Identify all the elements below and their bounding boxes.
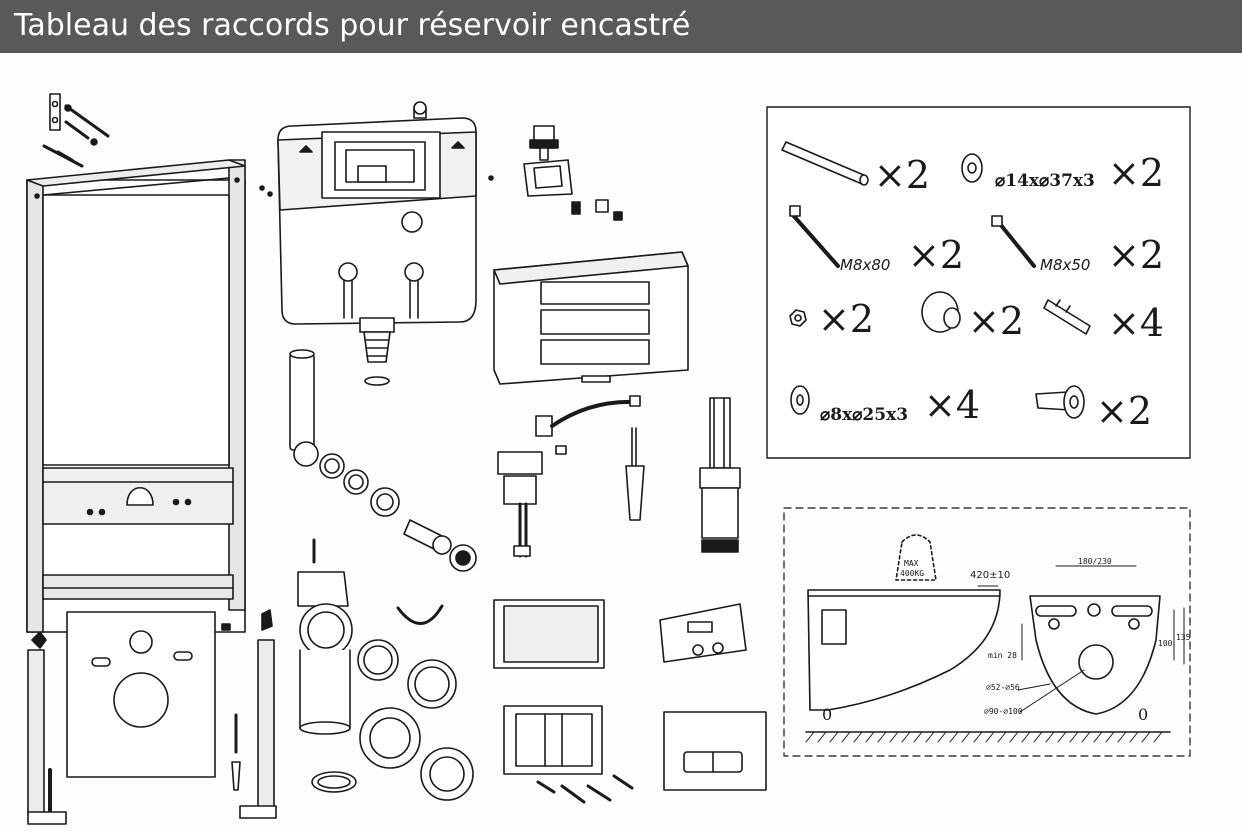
qty-sleeve: ×2: [1096, 389, 1152, 433]
frame-bracket-bolts: [42, 93, 110, 168]
flush-rod: [625, 427, 645, 521]
qty-washer: ×2: [1108, 151, 1164, 195]
mounting-frame: [26, 159, 246, 633]
qty-small-washer: ×4: [924, 383, 980, 427]
zero-mark-right: 0: [1138, 705, 1148, 724]
qty-threaded-rod: ×2: [874, 153, 930, 197]
qty-nut: ×2: [818, 297, 874, 341]
screw-m8x50-part: [991, 215, 1036, 268]
max-load-value: 400KG: [900, 569, 924, 578]
dim-100: 100: [1158, 639, 1173, 648]
hole-small-dimension: ⌀52-⌀56: [986, 683, 1020, 692]
qty-screw-m8x80: ×2: [908, 233, 964, 277]
size-small-washer: ⌀8x⌀25x3: [820, 405, 908, 425]
rubber-cap-part: [921, 291, 961, 333]
threaded-rod-part: [781, 141, 869, 186]
actuator-frame: [493, 599, 634, 804]
wall-plug-part: [1043, 299, 1091, 335]
height-dimension: 420±10: [970, 570, 1010, 581]
qty-wall-plug: ×4: [1108, 301, 1164, 345]
cistern: [259, 101, 494, 386]
front-cover: [493, 251, 689, 385]
dimensions-panel: [783, 507, 1191, 757]
hole-large-dimension: ⌀90-⌀100: [984, 707, 1023, 716]
frame-leg-right: [221, 609, 277, 819]
dim-135: 135: [1176, 633, 1191, 642]
page-title: Tableau des raccords pour réservoir enca…: [14, 8, 691, 43]
push-plate-bracket: [659, 603, 747, 663]
push-plate: [663, 711, 767, 791]
fill-valve-head: [523, 125, 623, 221]
sleeve-part: [1035, 385, 1085, 419]
small-washer-part: [790, 385, 810, 415]
screw-m8x80-part: [789, 205, 840, 268]
title-bar: Tableau des raccords pour réservoir enca…: [0, 0, 1242, 53]
connector-sleeves: [357, 604, 474, 801]
frame-leg-left: [27, 631, 67, 825]
size-washer: ⌀14x⌀37x3: [995, 171, 1095, 191]
qty-rubber-cap: ×2: [968, 299, 1024, 343]
washer-part: [961, 153, 983, 183]
fill-valve: [497, 395, 641, 558]
size-screw-m8x80: M8x80: [840, 256, 890, 274]
accessories-panel: [766, 106, 1191, 459]
zero-mark-left: 0: [822, 705, 832, 724]
min-dimension: min 28: [988, 651, 1017, 660]
wall-template: [66, 611, 216, 778]
max-load-label: MAX: [904, 559, 919, 568]
nut-part: [789, 309, 807, 327]
size-screw-m8x50: M8x50: [1040, 256, 1090, 274]
width-range-dimension: 180/230: [1078, 557, 1112, 566]
qty-screw-m8x50: ×2: [1108, 233, 1164, 277]
bend-pipe: [297, 538, 357, 793]
flush-valve: [699, 397, 741, 553]
drain-pipes: [289, 349, 477, 572]
